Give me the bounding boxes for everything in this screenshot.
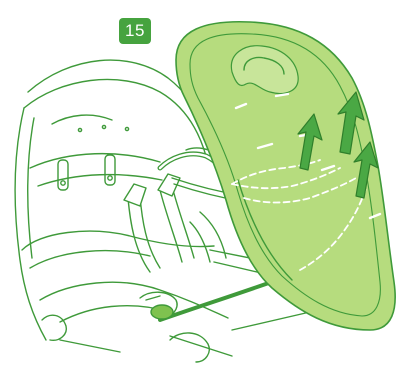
- step-number-badge: 15: [119, 18, 151, 44]
- step-number: 15: [125, 21, 145, 41]
